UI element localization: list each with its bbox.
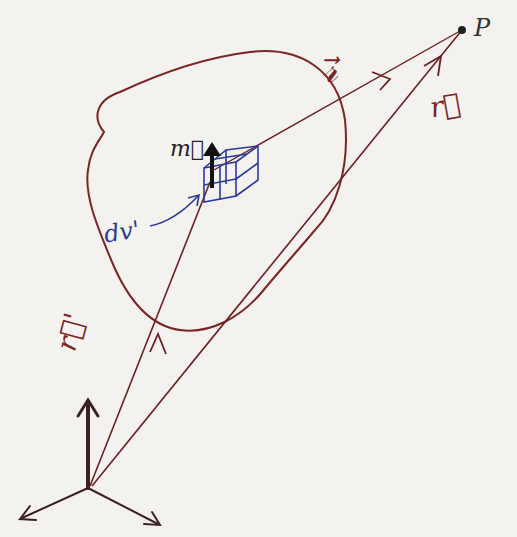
vector-label: 𝓇⃗ <box>322 50 338 88</box>
point-label: P <box>474 16 490 40</box>
field-point <box>458 26 466 34</box>
vector-label: r⃗ <box>428 90 463 123</box>
field-position-vector <box>92 30 462 486</box>
arrowhead <box>188 195 199 206</box>
separation-vector <box>214 31 460 170</box>
arrowhead <box>424 56 441 76</box>
moment-label: m⃗ <box>170 138 204 160</box>
arrowhead <box>372 72 390 90</box>
coordinate-axes <box>20 400 160 525</box>
arrowhead <box>203 142 221 156</box>
arrowhead <box>150 334 166 354</box>
object-outline <box>87 51 346 331</box>
volume-label: dv' <box>103 218 142 247</box>
source-position-vector <box>90 182 210 486</box>
vector-label: r⃗' <box>53 310 90 354</box>
leader-line <box>150 196 198 226</box>
